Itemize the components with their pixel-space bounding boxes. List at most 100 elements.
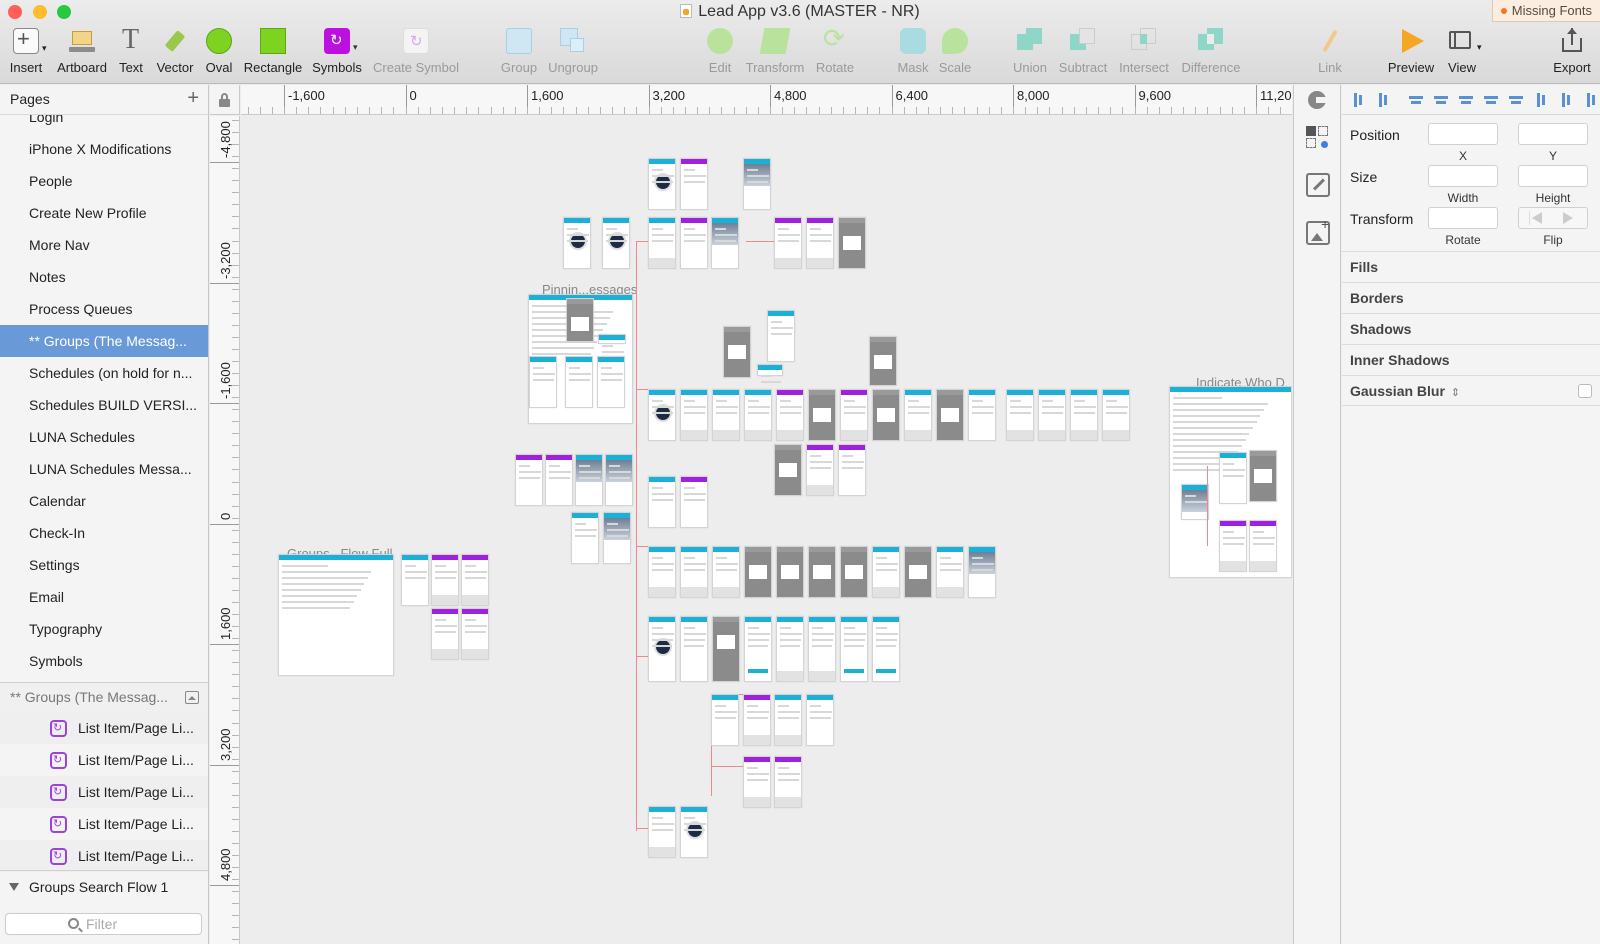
page-item[interactable]: Process Queues — [29, 301, 133, 317]
artboard-thumbnail[interactable] — [840, 389, 868, 441]
artboard-thumbnail[interactable] — [680, 158, 708, 210]
artboard-thumbnail[interactable] — [648, 806, 676, 858]
rectangle-button[interactable]: Rectangle — [242, 28, 304, 80]
artboard-thumbnail[interactable] — [840, 616, 868, 682]
artboard-thumbnail[interactable] — [278, 554, 394, 676]
page-item[interactable]: ** Groups (The Messag... — [0, 325, 208, 357]
artboard-thumbnail[interactable] — [774, 756, 802, 808]
artboard-thumbnail[interactable] — [838, 217, 866, 269]
union-button[interactable]: Union — [1010, 28, 1050, 80]
artboard-thumbnail[interactable] — [774, 694, 802, 746]
artboard-thumbnail[interactable] — [711, 217, 739, 269]
page-item[interactable]: People — [29, 173, 73, 189]
gaussian-blur-section[interactable]: Gaussian Blur⇕ — [1342, 375, 1600, 406]
artboard-thumbnail[interactable] — [1249, 450, 1277, 502]
ungroup-button[interactable]: Ungroup — [546, 28, 600, 80]
fills-section[interactable]: Fills — [1342, 251, 1600, 282]
artboard-thumbnail[interactable] — [806, 217, 834, 269]
artboard-thumbnail[interactable] — [936, 546, 964, 598]
inner-shadows-section[interactable]: Inner Shadows — [1342, 344, 1600, 375]
mask-button[interactable]: Mask — [894, 28, 932, 80]
add-image-icon[interactable]: + — [1306, 216, 1330, 245]
artboard-thumbnail[interactable] — [648, 546, 676, 598]
rotate-input[interactable] — [1428, 207, 1498, 229]
artboard-thumbnail[interactable] — [806, 694, 834, 746]
artboard-thumbnail[interactable] — [1181, 484, 1209, 520]
artboard-thumbnail[interactable] — [575, 454, 603, 506]
layer-row[interactable]: List Item/Page Li... — [0, 744, 208, 776]
align-icon[interactable] — [1533, 92, 1549, 108]
artboard-thumbnail[interactable] — [1102, 389, 1130, 441]
disclosure-triangle-icon[interactable] — [9, 883, 19, 891]
page-item[interactable]: Typography — [29, 621, 103, 637]
artboard-thumbnail[interactable] — [565, 356, 593, 408]
artboard-thumbnail[interactable] — [1038, 389, 1066, 441]
artboard-thumbnail[interactable] — [936, 389, 964, 441]
intersect-button[interactable]: Intersect — [1116, 28, 1172, 80]
vector-button[interactable]: Vector — [153, 28, 197, 80]
artboard-thumbnail[interactable] — [563, 217, 591, 269]
artboard-thumbnail[interactable] — [968, 389, 996, 441]
artboard-thumbnail[interactable] — [712, 389, 740, 441]
layer-row[interactable]: List Item/Page Li... — [0, 776, 208, 808]
align-icon[interactable] — [1458, 92, 1474, 108]
artboard-thumbnail[interactable] — [1070, 389, 1098, 441]
preview-button[interactable]: Preview — [1386, 28, 1436, 80]
difference-button[interactable]: Difference — [1178, 28, 1244, 80]
subtract-button[interactable]: Subtract — [1056, 28, 1110, 80]
artboard-thumbnail[interactable] — [680, 546, 708, 598]
artboard-thumbnail[interactable] — [648, 389, 676, 441]
align-icon[interactable] — [1558, 92, 1574, 108]
artboard-thumbnail[interactable] — [680, 476, 708, 528]
artboard-thumbnail[interactable] — [680, 806, 708, 858]
zoom-window-button[interactable] — [57, 5, 71, 19]
view-button[interactable]: ▾ View — [1444, 28, 1482, 80]
artboard-thumbnail[interactable] — [904, 546, 932, 598]
artboard-thumbnail[interactable] — [603, 512, 631, 564]
artboard-thumbnail[interactable] — [904, 389, 932, 441]
artboard-thumbnail[interactable] — [808, 546, 836, 598]
artboard-thumbnail[interactable] — [723, 326, 751, 378]
artboard-thumbnail[interactable] — [598, 334, 626, 353]
artboard-thumbnail[interactable] — [774, 444, 802, 496]
artboard-thumbnail[interactable] — [515, 454, 543, 506]
artboard-thumbnail[interactable] — [648, 217, 676, 269]
artboard-thumbnail[interactable] — [1249, 520, 1277, 572]
artboard-thumbnail[interactable] — [566, 298, 594, 342]
artboard-thumbnail[interactable] — [680, 217, 708, 269]
ruler-lock-button[interactable] — [210, 85, 240, 115]
flip-vertical-icon[interactable] — [1563, 212, 1573, 224]
page-item[interactable]: Schedules (on hold for n... — [29, 365, 193, 381]
shadows-section[interactable]: Shadows — [1342, 313, 1600, 344]
symbols-button[interactable]: ↻▾ Symbols — [311, 28, 363, 80]
group-button[interactable]: Group — [499, 28, 539, 80]
filter-input[interactable]: Filter — [5, 913, 202, 935]
page-item[interactable]: LUNA Schedules Messa... — [29, 461, 192, 477]
artboard-thumbnail[interactable] — [605, 454, 633, 506]
transform-button[interactable]: Transform — [743, 28, 807, 80]
artboard-thumbnail[interactable] — [872, 546, 900, 598]
page-item[interactable]: Login — [29, 115, 64, 125]
artboard-thumbnail[interactable] — [806, 444, 834, 496]
artboard-thumbnail[interactable] — [776, 616, 804, 682]
align-icon[interactable] — [1483, 92, 1499, 108]
artboard-thumbnail[interactable] — [744, 616, 772, 682]
layer-row[interactable]: List Item/Page Li... — [0, 840, 208, 872]
page-item[interactable]: Check-In — [29, 525, 86, 541]
artboard-thumbnail[interactable] — [1219, 520, 1247, 572]
align-icon[interactable] — [1508, 92, 1524, 108]
artboard-thumbnail[interactable] — [680, 616, 708, 682]
artboard-thumbnail[interactable] — [743, 158, 771, 210]
height-input[interactable] — [1518, 165, 1588, 187]
align-icon[interactable] — [1375, 92, 1391, 108]
collapse-layers-button[interactable] — [185, 691, 199, 704]
artboard-thumbnail[interactable] — [968, 546, 996, 598]
page-item[interactable]: More Nav — [29, 237, 90, 253]
rotate-button[interactable]: ⟳ Rotate — [814, 23, 856, 80]
artboard-thumbnail[interactable] — [757, 364, 783, 383]
close-window-button[interactable] — [8, 5, 22, 19]
artboard-thumbnail[interactable] — [712, 616, 740, 682]
export-button[interactable]: Export — [1550, 28, 1594, 80]
